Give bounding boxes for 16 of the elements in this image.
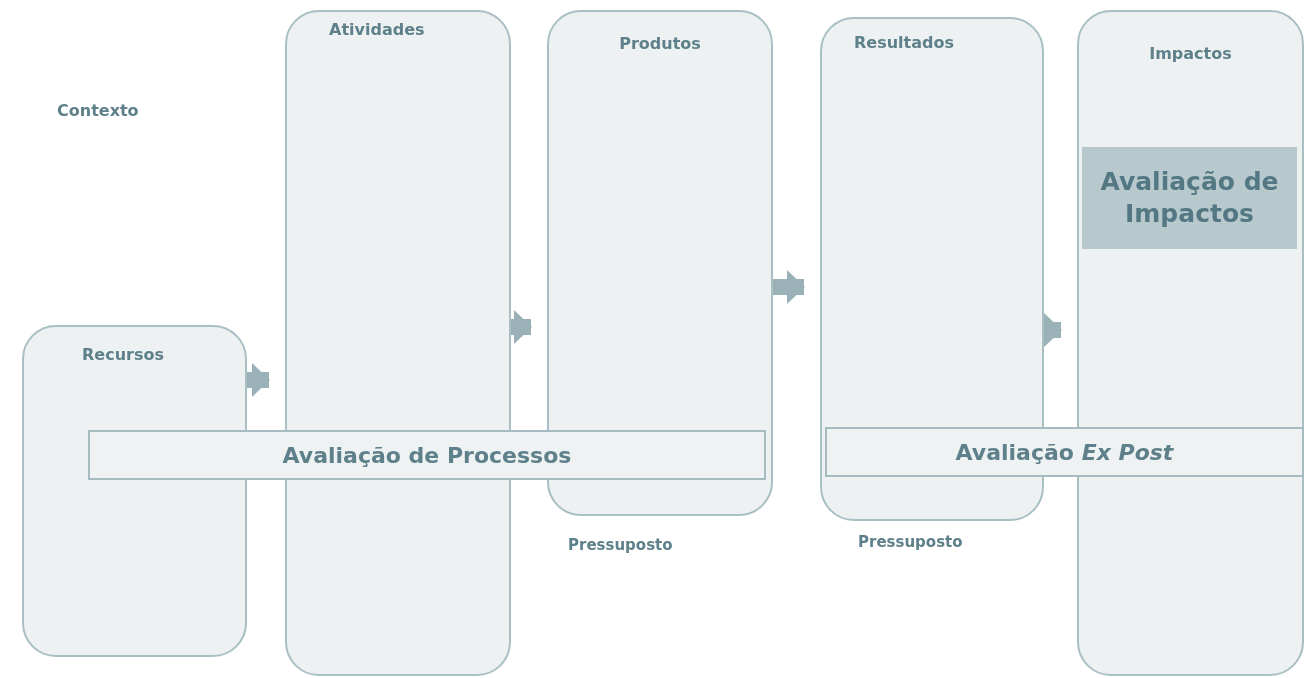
assumption-label: Pressuposto bbox=[568, 536, 673, 554]
stage-column bbox=[1077, 10, 1304, 676]
column-heading: Impactos bbox=[1149, 44, 1232, 63]
column-heading: Produtos bbox=[619, 34, 701, 53]
block-arrow bbox=[511, 310, 532, 344]
column-heading: Atividades bbox=[329, 20, 425, 39]
evaluation-band: Avaliação Ex Post bbox=[825, 427, 1304, 477]
block-arrow bbox=[773, 270, 805, 304]
context-label: Contexto bbox=[57, 101, 139, 120]
column-heading: Resultados bbox=[854, 33, 954, 52]
highlight-box: Avaliação de Impactos bbox=[1082, 147, 1297, 249]
evaluation-band: Avaliação de Processos bbox=[88, 430, 766, 480]
assumption-label: Pressuposto bbox=[858, 533, 963, 551]
block-arrow bbox=[1044, 313, 1062, 347]
column-heading: Recursos bbox=[82, 345, 164, 364]
block-arrow bbox=[247, 363, 270, 397]
